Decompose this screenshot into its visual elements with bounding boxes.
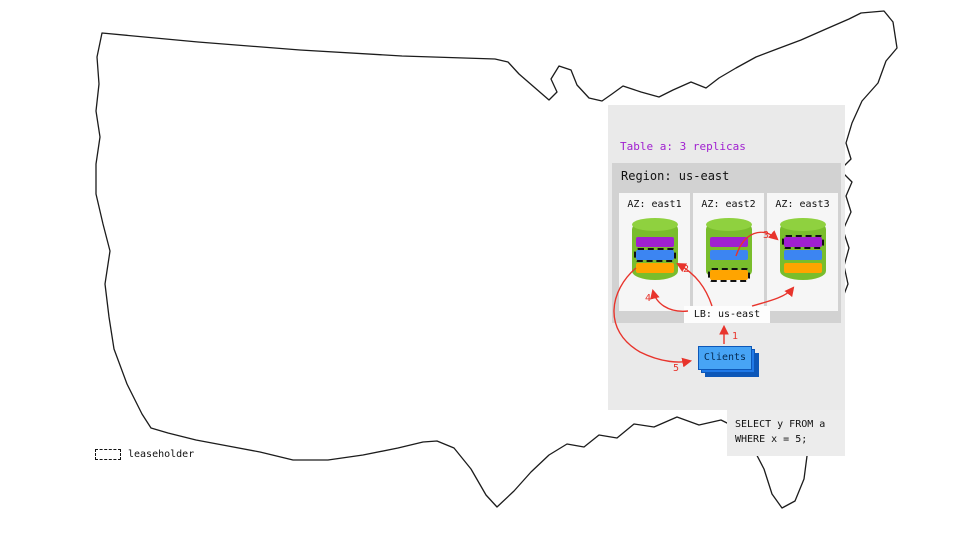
table-a-replica-leaseholder [781,235,824,249]
table-a-replica [709,237,748,247]
db-node-east1 [631,218,678,280]
leaseholder-dashed-icon [95,449,121,460]
leaseholder-legend-label: leaseholder [128,449,195,460]
legend-table-a: Table a: 3 replicas [620,140,746,153]
table-b-replica [783,263,822,273]
table-a-replica [635,237,674,247]
table-b-replica [635,263,674,273]
index-a-replica [709,250,748,260]
topology-panel: Table a: 3 replicas Index a: 3 replicas … [608,105,845,410]
cylinder-top-icon [779,218,826,231]
az-row: AZ: east1 AZ: east2 AZ: east3 [619,193,838,311]
index-a-replica [783,250,822,260]
az-east1-label: AZ: east1 [627,199,682,210]
db-node-east2 [705,218,752,282]
sql-query-box: SELECT y FROM a WHERE x = 5; [727,410,845,456]
clients-box: Clients [698,346,752,370]
az-east3-label: AZ: east3 [775,199,830,210]
region-title: Region: us-east [621,169,730,183]
az-east3: AZ: east3 [767,193,838,311]
load-balancer: LB: us-east [684,306,770,323]
az-east2: AZ: east2 [693,193,764,311]
sql-line-2: WHERE x = 5; [735,434,808,445]
sql-line-1: SELECT y FROM a [735,419,826,430]
clients-stack: Clients [698,346,762,380]
az-east2-label: AZ: east2 [701,199,756,210]
cylinder-top-icon [631,218,678,231]
leaseholder-legend: leaseholder [95,449,194,460]
table-b-replica-leaseholder [707,268,750,282]
region-box: Region: us-east AZ: east1 AZ: east2 [612,163,841,323]
db-node-east3 [779,218,826,280]
az-east1: AZ: east1 [619,193,690,311]
index-a-replica-leaseholder [633,248,676,262]
cylinder-top-icon [705,218,752,231]
